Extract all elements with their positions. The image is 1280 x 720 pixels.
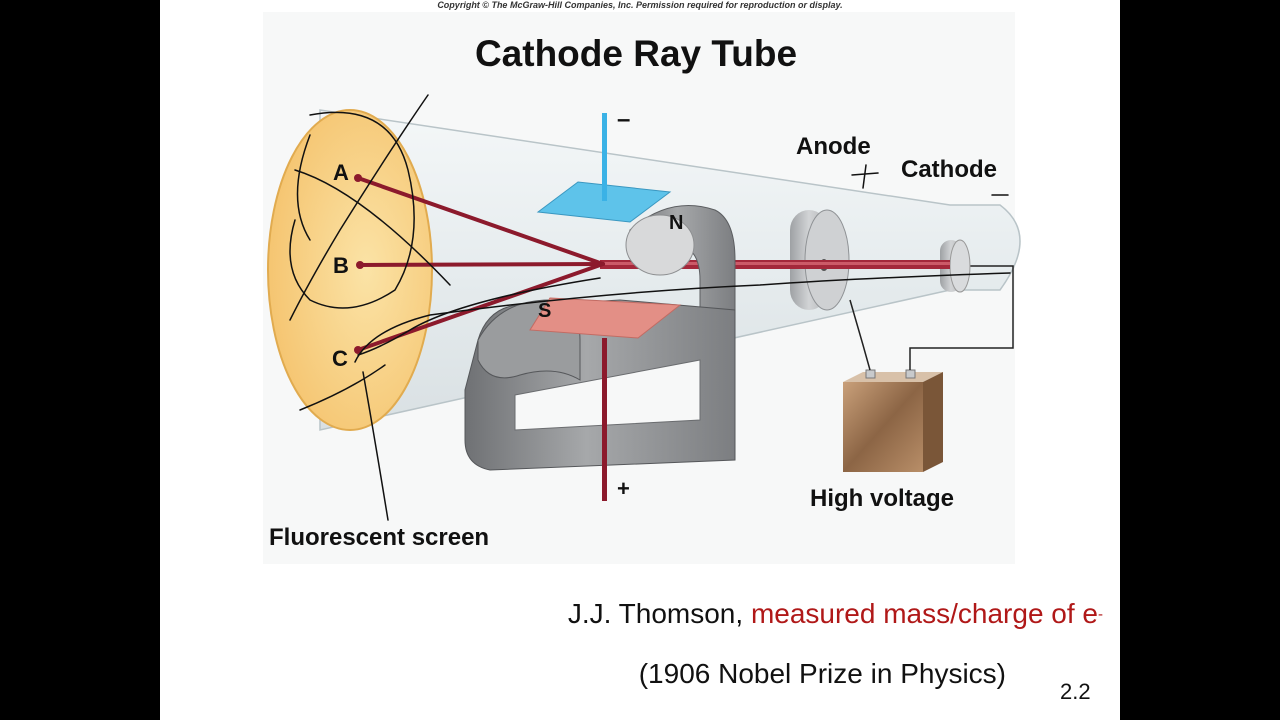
positive-rod <box>602 338 607 501</box>
label-minus: – <box>617 106 631 133</box>
label-north-pole: N <box>669 212 684 234</box>
slide-number: 2.2 <box>1060 679 1091 704</box>
wire-cathode <box>909 265 1014 370</box>
label-c: C <box>332 346 348 371</box>
magnet <box>464 205 736 471</box>
beam-spot-c <box>354 346 362 354</box>
label-fluorescent-screen: Fluorescent screen <box>269 524 490 551</box>
label-a: A <box>333 160 349 185</box>
label-cathode: Cathode <box>901 156 997 183</box>
beam-spot-a <box>354 174 362 182</box>
handwritten-annotations <box>289 94 1011 521</box>
wire-anode <box>849 299 871 371</box>
label-plus: + <box>617 476 630 501</box>
diagram-title: Cathode Ray Tube <box>475 33 797 74</box>
slide: Copyright © The McGraw-Hill Companies, I… <box>160 0 1120 720</box>
thomson-highlight: measured mass/charge of e <box>750 598 1098 629</box>
negative-rod <box>602 113 607 201</box>
nobel-prize-note: (1906 Nobel Prize in Physics) <box>638 658 1006 689</box>
label-anode: Anode <box>796 133 871 160</box>
negative-plate <box>536 181 672 223</box>
copyright-notice: Copyright © The McGraw-Hill Companies, I… <box>437 0 843 10</box>
thomson-caption: J.J. Thomson, measured mass/charge of e- <box>160 598 1103 630</box>
positive-plate <box>529 297 682 339</box>
beam-spot-b <box>356 261 364 269</box>
electron-superscript: - <box>1098 606 1103 623</box>
label-high-voltage: High voltage <box>810 485 955 512</box>
high-voltage-battery <box>843 369 943 472</box>
thomson-name: J.J. Thomson, <box>567 598 744 629</box>
label-south-pole: S <box>538 300 552 322</box>
cathode-ray-tube-diagram: Cathode Ray Tube <box>263 12 1021 564</box>
cathode-electrode <box>940 239 971 293</box>
label-b: B <box>333 253 349 278</box>
